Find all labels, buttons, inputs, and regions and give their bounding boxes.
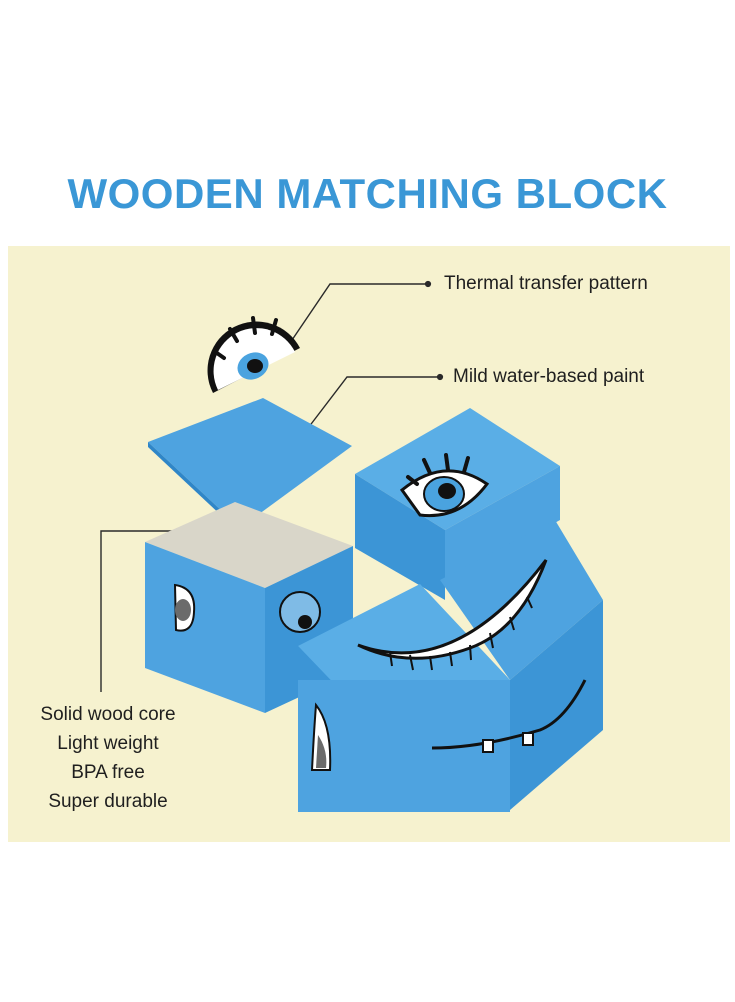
page-title: WOODEN MATCHING BLOCK	[67, 170, 668, 217]
core-leader-line	[100, 530, 178, 692]
smile-face-icon	[310, 559, 587, 771]
paint-leader-line	[304, 376, 440, 433]
thermal-leader-line	[291, 283, 428, 341]
feature-list: Solid wood core Light weight BPA free Su…	[18, 700, 198, 816]
callout-water-paint: Mild water-based paint	[453, 366, 645, 387]
eye-sticker-icon	[207, 316, 300, 393]
bottom-front-wood-block	[298, 584, 510, 812]
feature-item: Light weight	[57, 733, 159, 754]
feature-item: BPA free	[71, 762, 145, 783]
callout-thermal-transfer: Thermal transfer pattern	[444, 273, 648, 294]
top-right-wood-block	[355, 408, 560, 600]
callout-lines	[100, 280, 444, 692]
paint-layer-sheet	[148, 398, 352, 528]
feature-item: Super durable	[48, 791, 168, 812]
feature-item: Solid wood core	[40, 704, 176, 725]
